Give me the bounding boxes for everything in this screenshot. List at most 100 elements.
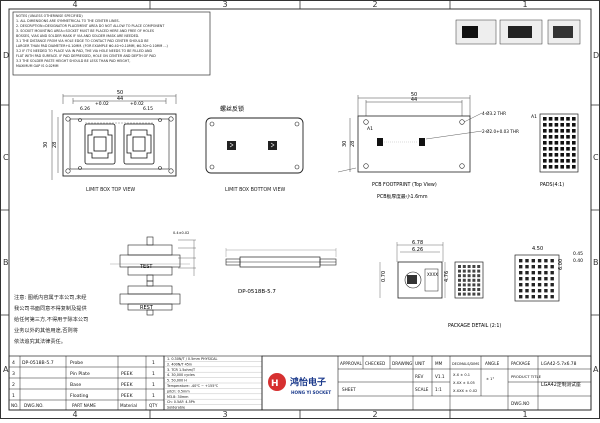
package-ball [537,259,542,263]
pad [572,141,576,145]
pad [560,135,564,139]
pad [543,117,547,121]
thumbnail-3d [455,19,581,45]
package-pin [458,265,461,268]
pad [566,117,570,121]
pcb-label: PCB FOOTPRINT (Top View) [372,182,437,188]
spec-line: Solderable [167,406,185,410]
pcb-dim-44: 44 [411,97,417,103]
pad [543,123,547,127]
bom-header: QTY [149,403,158,408]
package-ball [544,277,548,281]
package-ball [519,265,523,269]
tb-rev: REV [415,374,424,379]
package-ball [550,265,554,269]
bottom-pad [268,141,277,150]
pad [566,141,570,145]
package-pin [462,274,466,278]
tb-scale: SCALE [415,387,429,392]
pkg-476: 4.76 [444,271,450,282]
package-ball [525,283,529,287]
package-ball [537,277,542,281]
pad [572,123,576,127]
pad [566,147,570,151]
zone-top: 1 [522,0,527,9]
pad [560,129,564,133]
pad [548,153,553,157]
bom-cell: Pin Plate [70,371,90,377]
pkg-600: 6.00 [558,259,564,270]
package-detail: 6.78 6.26 4.76 0.70 XXXX 0.45 0.40 6.00 … [379,240,583,329]
package-pin [477,265,481,268]
pad [543,141,547,145]
note-cn-line: 注意: 图纸内容属于本公司,未经 [14,293,86,301]
note-cn-line: 依法追究其法律责任。 [14,337,66,345]
package-ball [544,259,548,263]
pad [543,147,547,151]
zone-right: B [593,258,599,267]
bom-table: 4 DP-0518B-5.7 Probe 1 3 Pin Plate PEEK … [8,355,165,411]
tb-package-label: PACKAGE [511,361,531,366]
bottom-view-label: LIMIT BOX BOTTOM VIEW [225,187,286,193]
dim-002: +0.02 [95,101,109,107]
zone-right: C [593,153,599,162]
pad [554,123,559,127]
top-view-label: LIMIT BOX TOP VIEW [86,187,135,193]
pcb-thickness: PCB板厚度最小1.6mm [377,193,428,200]
bom-header: DWG.NO. [24,403,44,408]
tb-tol1: X.X ± 0.1 [453,373,470,377]
company-logo: H 鸿怡电子 HONG YI SOCKET [268,373,331,395]
package-pin [472,283,476,287]
note-cn-line: 给任何第三方,不得用于除本公司 [14,315,88,323]
zone-bottom: 4 [72,410,77,419]
top-view: 50 44 30 28 +0.02 +0.02 6.26 6.15 LIMIT … [43,90,177,193]
package-pin [458,274,461,278]
package-pin [472,288,476,291]
pad [560,147,564,151]
package-pin [458,283,461,287]
pcb-dim-28: 28 [350,141,356,147]
notes-line: BOSSES, VIAS AND SOLDER MASK IF VIA AND … [16,34,139,38]
test-label: TEST [139,264,153,270]
pcb-dim-50: 50 [411,92,417,98]
zone-bottom: 1 [522,410,527,419]
package-ball [519,289,523,293]
package-ball [544,295,548,299]
spec-line: Ch: 0.5AF: 4.5Ph [167,400,195,404]
pad [554,165,559,169]
pad [560,141,564,145]
package-ball [544,265,548,269]
package-pin [462,292,466,296]
package-ball [537,271,542,275]
package-ball [525,271,529,275]
pkg-top-outline [397,261,443,299]
pkg-626: 6.26 [412,247,423,253]
package-pin [477,269,481,273]
pkg-mark: XXXX [427,272,438,277]
package-pin [477,292,481,296]
package-pin [462,269,466,273]
dim-44: 44 [117,96,123,102]
pad [566,153,570,157]
package-ball [537,295,542,299]
notes-line: MAXIMUM GAP IS 0.02MM [16,64,59,68]
package-pin [467,274,471,278]
bom-cell: 4 [12,360,15,366]
pkg-045: 0.45 [573,251,583,257]
package-pin [467,278,471,282]
dim-50: 50 [117,90,123,96]
bom-header: PART NAME [72,403,96,408]
pad [560,123,564,127]
probe-views: 0.4±0.02 TEST REST [110,231,196,316]
notes-text: NOTES (UNLESS OTHERWISE SPECIFIED) 1. AL… [16,14,168,68]
tb-package-value: LGA42-5.7x6.78 [541,361,577,367]
tb-angle: ANGLE [485,361,500,366]
pad [572,117,576,121]
spec-line: 1. 0.30N/T / 0.5mm PHYSICAL [167,357,217,361]
package-ball [531,295,535,299]
package-pin [472,269,476,273]
pkg-070: 0.70 [381,271,387,282]
tb-scale-value: 1:1 [435,387,442,392]
package-ball [537,289,542,293]
